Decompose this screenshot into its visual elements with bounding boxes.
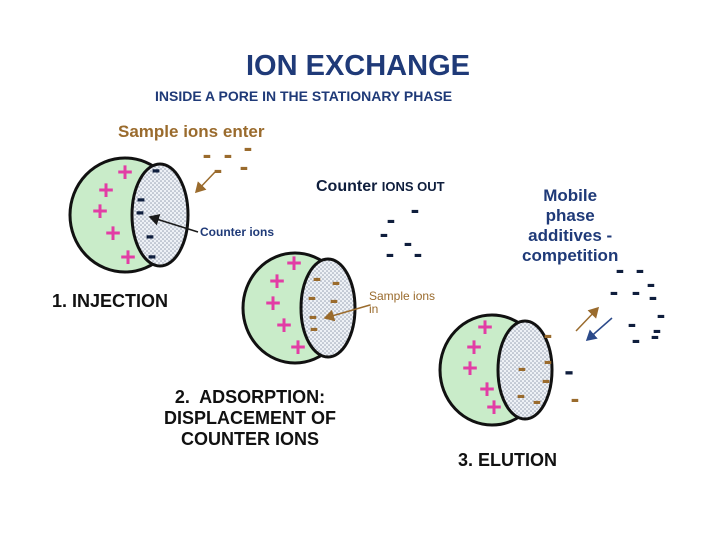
minus-charge-symbol: -	[542, 364, 551, 394]
plus-charge-symbol: +	[466, 332, 482, 362]
pore-injection	[68, 156, 190, 274]
counter-ions-out-label: Counter IONS OUT	[316, 179, 445, 195]
sample-ions-in-arrow	[323, 304, 371, 322]
minus-charge-symbol: -	[544, 345, 553, 375]
minus-charge-symbol: -	[517, 379, 526, 409]
minus-charge-symbol: -	[330, 284, 339, 314]
plus-charge-symbol: +	[479, 374, 495, 404]
minus-charge-symbol: -	[657, 299, 666, 329]
minus-charge-symbol: -	[310, 312, 319, 342]
counter-ions-label: Counter ions	[200, 225, 274, 239]
minus-charge-symbol: -	[240, 151, 249, 181]
minus-charge-symbol: -	[610, 276, 619, 306]
page-title: ION EXCHANGE	[246, 50, 470, 82]
minus-charge-symbol: -	[224, 139, 233, 169]
minus-charge-symbol: -	[628, 308, 637, 338]
minus-charge-symbol: -	[636, 254, 645, 284]
minus-charge-symbol: -	[386, 238, 395, 268]
pore-opening	[496, 319, 554, 421]
minus-charge-symbol: -	[518, 352, 527, 382]
minus-charge-symbol: -	[411, 194, 420, 224]
plus-charge-symbol: +	[477, 312, 493, 342]
plus-charge-symbol: +	[462, 353, 478, 383]
plus-charge-symbol: +	[98, 175, 114, 205]
minus-charge-symbol: -	[632, 324, 641, 354]
step-adsorption-label: 2. ADSORPTION: DISPLACEMENT OF COUNTER I…	[164, 387, 337, 449]
pore-elution	[438, 313, 554, 427]
plus-charge-symbol: +	[117, 157, 133, 187]
minus-charge-symbol: -	[203, 139, 212, 169]
minus-charge-symbol: -	[136, 196, 145, 226]
plus-charge-symbol: +	[486, 392, 502, 422]
minus-charge-symbol: -	[387, 204, 396, 234]
step-elution-label: 3. ELUTION	[458, 450, 558, 470]
plus-charge-symbol: +	[269, 266, 285, 296]
minus-charge-symbol: -	[414, 238, 423, 268]
minus-charge-symbol: -	[571, 383, 580, 413]
plus-charge-symbol: +	[105, 218, 121, 248]
counter-ions-arrow	[148, 213, 199, 233]
minus-charge-symbol: -	[380, 218, 389, 248]
minus-charge-symbol: -	[137, 183, 146, 213]
counter-ions-out-main: Counter	[316, 178, 382, 195]
plus-charge-symbol: +	[290, 332, 306, 362]
minus-charge-symbol: -	[533, 385, 542, 415]
minus-charge-symbol: -	[647, 268, 656, 298]
minus-charge-symbol: -	[244, 132, 253, 162]
sample-ions-enter-arrow	[194, 171, 216, 194]
step-injection-label: 1. INJECTION	[52, 291, 169, 311]
minus-charge-symbol: -	[544, 319, 553, 349]
mobile-phase-additives-label: Mobile phase additives - competition	[522, 186, 619, 265]
minus-charge-symbol: -	[649, 281, 658, 311]
pore-adsorption	[241, 251, 357, 365]
minus-charge-symbol: -	[653, 314, 662, 344]
minus-charge-symbol: -	[146, 220, 155, 250]
ion-symbols: +++++----------------+++++------+++++---…	[92, 132, 665, 422]
minus-charge-symbol: -	[616, 254, 625, 284]
minus-charge-symbol: -	[632, 276, 641, 306]
minus-charge-symbol: -	[332, 266, 341, 296]
plus-charge-symbol: +	[92, 196, 108, 226]
counter-ions-out-small: IONS OUT	[381, 179, 445, 194]
minus-charge-symbol: -	[313, 262, 322, 292]
sample-ions-enter-label: Sample ions enter	[118, 122, 265, 141]
minus-charge-symbol: -	[148, 240, 157, 270]
minus-charge-symbol: -	[564, 355, 573, 386]
minus-charge-symbol: -	[309, 300, 318, 330]
competition-in-arrow	[585, 317, 613, 341]
sample-ions-in-label: Sample ions in	[369, 289, 436, 316]
plus-charge-symbol: +	[276, 310, 292, 340]
minus-charge-symbol: -	[152, 154, 161, 184]
page-subtitle: INSIDE A PORE IN THE STATIONARY PHASE	[155, 88, 453, 104]
minus-charge-symbol: -	[308, 281, 317, 311]
minus-charge-symbol: -	[214, 154, 223, 184]
plus-charge-symbol: +	[120, 242, 136, 272]
minus-charge-symbol: -	[651, 320, 660, 350]
plus-charge-symbol: +	[286, 248, 302, 278]
pore-opening	[299, 257, 357, 359]
plus-charge-symbol: +	[265, 288, 281, 318]
minus-charge-symbol: -	[404, 227, 413, 257]
elution-out-arrow	[575, 306, 600, 332]
